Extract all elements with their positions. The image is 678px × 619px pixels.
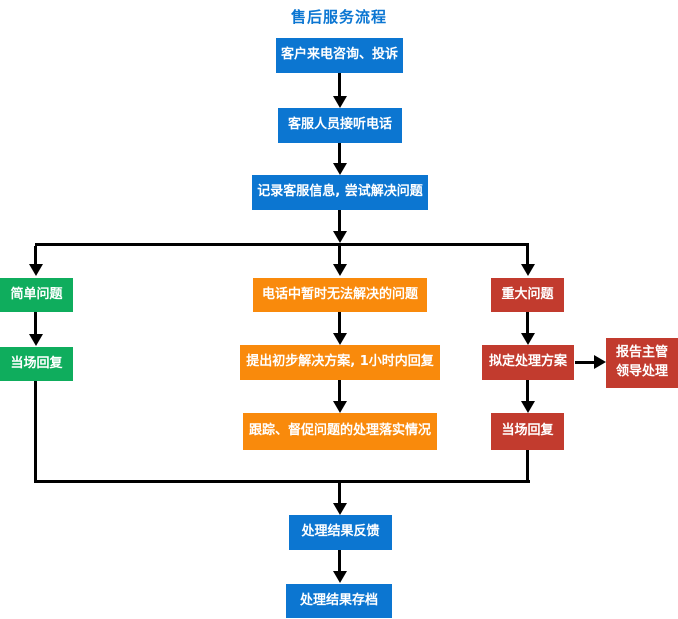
- connector-line: [526, 450, 529, 483]
- connector-line: [338, 73, 341, 97]
- node-record-info-try-resolve: 记录客服信息, 尝试解决问题: [252, 175, 428, 210]
- connector-split-bar: [35, 243, 529, 246]
- connector-line: [34, 312, 37, 334]
- node-initial-solution-1hour: 提出初步解决方案, 1小时内回复: [240, 345, 440, 380]
- connector-line: [526, 246, 529, 265]
- arrow-down-icon: [29, 334, 43, 346]
- arrow-down-icon: [29, 264, 43, 276]
- connector-line: [526, 312, 529, 333]
- arrow-down-icon: [333, 571, 347, 583]
- arrow-down-icon: [521, 333, 535, 345]
- arrow-down-icon: [521, 401, 535, 413]
- arrow-down-icon: [333, 503, 347, 515]
- node-reply-on-spot-right: 当场回复: [491, 413, 564, 450]
- arrow-down-icon: [333, 231, 347, 243]
- connector-line: [338, 550, 341, 571]
- arrow-down-icon: [333, 96, 347, 108]
- connector-line: [338, 210, 341, 232]
- connector-line: [338, 312, 341, 333]
- connector-line: [338, 483, 341, 503]
- node-customer-call-inquiry: 客户来电咨询、投诉: [276, 38, 403, 73]
- node-draft-solution: 拟定处理方案: [482, 345, 574, 380]
- connector-line: [338, 143, 341, 164]
- arrow-down-icon: [333, 333, 347, 345]
- node-agent-answers-call: 客服人员接听电话: [278, 108, 402, 143]
- arrow-right-icon: [594, 355, 606, 369]
- node-simple-problem: 简单问题: [0, 278, 73, 312]
- connector-line: [338, 380, 341, 401]
- node-reply-on-spot-left: 当场回复: [0, 347, 73, 381]
- connector-line: [575, 361, 594, 364]
- node-report-to-supervisor: 报告主管领导处理: [606, 338, 678, 388]
- arrow-down-icon: [333, 163, 347, 175]
- connector-line: [526, 380, 529, 401]
- node-track-supervise-implementation: 跟踪、督促问题的处理落实情况: [243, 413, 437, 450]
- arrow-down-icon: [333, 401, 347, 413]
- page-title: 售后服务流程: [290, 8, 387, 26]
- connector-line: [338, 246, 341, 265]
- arrow-down-icon: [333, 264, 347, 276]
- connector-merge-bar: [34, 480, 530, 483]
- connector-line: [34, 246, 37, 265]
- node-unresolvable-on-phone: 电话中暂时无法解决的问题: [253, 278, 427, 312]
- node-result-archive: 处理结果存档: [286, 584, 392, 618]
- node-major-problem: 重大问题: [491, 278, 564, 312]
- node-result-feedback: 处理结果反馈: [289, 515, 392, 550]
- connector-line: [34, 381, 37, 483]
- arrow-down-icon: [521, 264, 535, 276]
